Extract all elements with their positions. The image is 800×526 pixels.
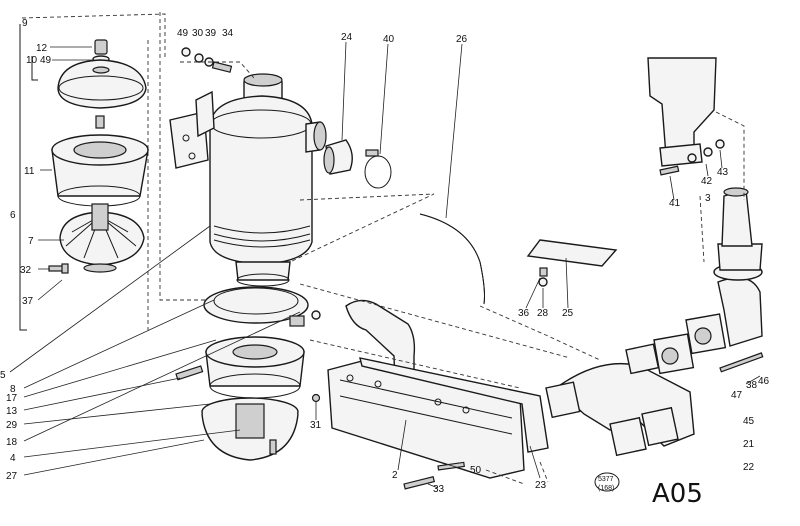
impeller-part <box>59 203 145 273</box>
stamp-line-1: 5377 <box>598 476 614 483</box>
ring-clamp-part <box>203 286 309 327</box>
washer-part <box>311 310 321 320</box>
callout-47: 47 <box>731 390 743 401</box>
callout-49b: 49 <box>177 28 189 39</box>
nut-36-part <box>539 267 548 277</box>
assembly-dashed-lines <box>159 12 745 485</box>
callout-24: 24 <box>341 32 353 43</box>
air-cleaner-canister <box>209 73 327 287</box>
callout-36: 36 <box>518 308 530 319</box>
callout-8: 8 <box>10 384 16 395</box>
callout-43: 43 <box>717 167 729 178</box>
callout-40: 40 <box>383 34 395 45</box>
air-intake-funnel-part <box>647 57 725 176</box>
callout-6: 6 <box>10 210 16 221</box>
small-hardware-30-39-34 <box>180 47 255 79</box>
flange-plates-part <box>653 313 727 375</box>
cap-nut-part <box>92 39 110 63</box>
callout-31: 31 <box>310 420 322 431</box>
exhaust-manifold-part <box>545 343 695 457</box>
mounting-bracket-part <box>169 90 215 169</box>
screw-32-part <box>48 263 69 274</box>
callout-39: 39 <box>205 28 217 39</box>
washer-28-part <box>538 277 548 287</box>
callout-27: 27 <box>6 471 18 482</box>
page-code: A05 <box>652 479 703 509</box>
nut-31-part <box>311 393 321 403</box>
callout-labels: 9 12 10 49 11 6 7 32 37 5 8 17 13 29 18 … <box>0 18 770 495</box>
callout-2: 2 <box>392 470 398 481</box>
left-assembly-frame <box>19 13 166 331</box>
callout-33: 33 <box>433 484 445 495</box>
callout-46: 46 <box>758 376 770 387</box>
callout-50: 50 <box>470 465 482 476</box>
cyclone-tube-part <box>205 336 305 399</box>
callout-13: 13 <box>6 406 18 417</box>
callout-29: 29 <box>6 420 18 431</box>
callout-28: 28 <box>537 308 549 319</box>
callout-25: 25 <box>562 308 574 319</box>
callout-9: 9 <box>22 18 28 29</box>
callout-10: 10 <box>26 55 38 66</box>
callout-38: 38 <box>746 380 758 391</box>
callout-34: 34 <box>222 28 234 39</box>
filter-element-part <box>51 134 149 207</box>
callout-5: 5 <box>0 370 6 381</box>
hose-sleeve-part <box>323 139 353 175</box>
callout-11: 11 <box>24 166 35 177</box>
stud-part <box>95 115 105 129</box>
dust-bowl-part <box>201 397 299 461</box>
stamp-line-2: (168) <box>598 485 614 492</box>
callout-4: 4 <box>10 453 16 464</box>
callout-32: 32 <box>20 265 32 276</box>
long-pipe-inner <box>419 213 485 305</box>
callout-41: 41 <box>669 198 681 209</box>
callout-30: 30 <box>192 28 204 39</box>
reference-stamp: 5377 (168) <box>594 472 620 492</box>
filter-lid-part <box>57 59 147 109</box>
callout-22: 22 <box>743 462 755 473</box>
callout-42: 42 <box>701 176 713 187</box>
leader-lines <box>9 41 761 489</box>
callout-17: 17 <box>6 393 18 404</box>
callout-37: 37 <box>22 296 34 307</box>
callout-49a: 49 <box>40 55 52 66</box>
exhaust-tail-pipe-part <box>717 187 763 271</box>
hose-clamp-part <box>364 149 392 189</box>
callout-21: 21 <box>743 439 755 450</box>
bracket-25-part <box>526 239 618 267</box>
callout-12: 12 <box>36 43 48 54</box>
stud-50-part <box>437 461 465 471</box>
bolt-8-part <box>175 365 204 381</box>
callout-7: 7 <box>28 236 34 247</box>
callout-3: 3 <box>705 193 711 204</box>
gasket-part <box>359 357 549 453</box>
stud-47-part <box>719 352 764 373</box>
callout-18: 18 <box>6 437 18 448</box>
callout-23: 23 <box>535 480 547 491</box>
callout-45: 45 <box>743 416 755 427</box>
bolt-33-part <box>403 476 436 490</box>
callout-26: 26 <box>456 34 468 45</box>
